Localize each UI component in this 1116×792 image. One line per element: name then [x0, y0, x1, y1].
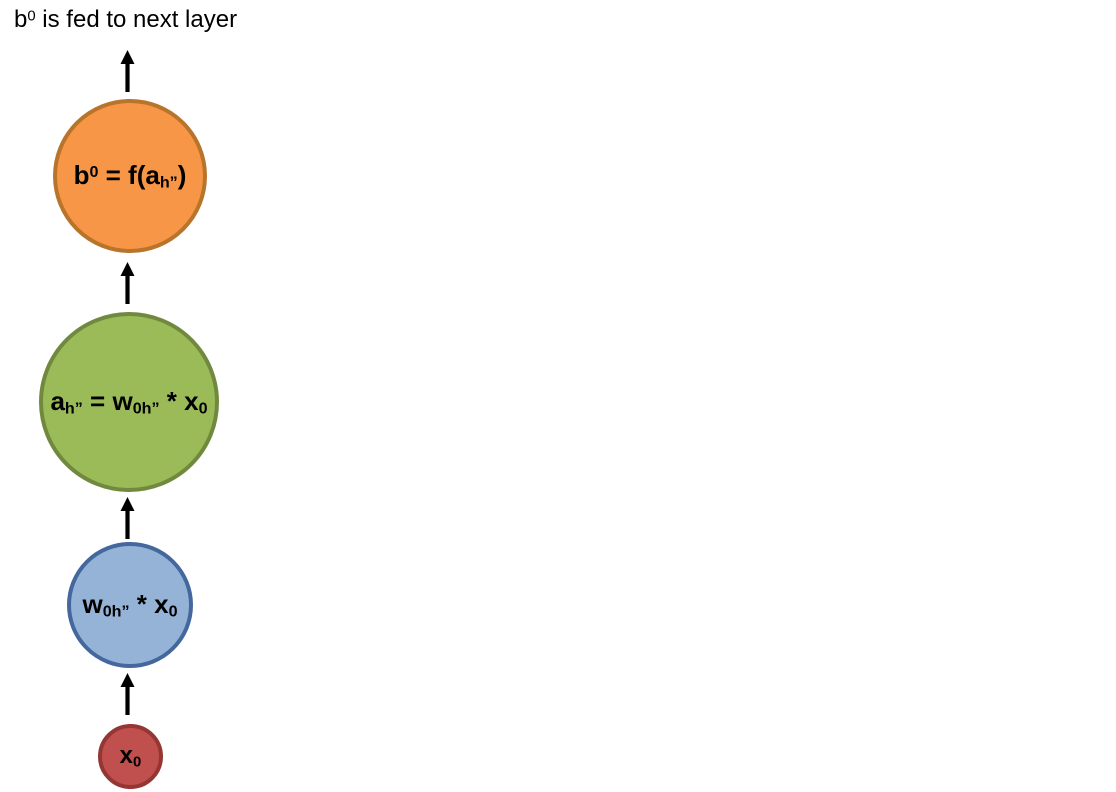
up-arrow-icon	[120, 497, 135, 539]
node-activation-sum: ah” = w0h” * x0	[39, 312, 219, 492]
node-weighted-input: w0h” * x0	[67, 542, 193, 668]
node-output-label: b0 = f(ah”)	[73, 159, 187, 192]
node-output-b0: b0 = f(ah”)	[53, 99, 207, 253]
node-activation-label: ah” = w0h” * x0	[50, 385, 208, 418]
annotation-rest: is fed to next layer	[35, 6, 238, 33]
node-input-x0: x0	[98, 724, 163, 789]
node-weighted-label: w0h” * x0	[82, 588, 178, 621]
up-arrow-icon	[120, 262, 135, 304]
node-input-label: x0	[119, 742, 142, 771]
annotation-superscript: 0	[27, 8, 36, 25]
annotation-base: b	[14, 6, 28, 33]
up-arrow-icon	[120, 673, 135, 715]
up-arrow-icon	[120, 50, 135, 92]
annotation-text: b0 is fed to next layer	[14, 6, 237, 34]
